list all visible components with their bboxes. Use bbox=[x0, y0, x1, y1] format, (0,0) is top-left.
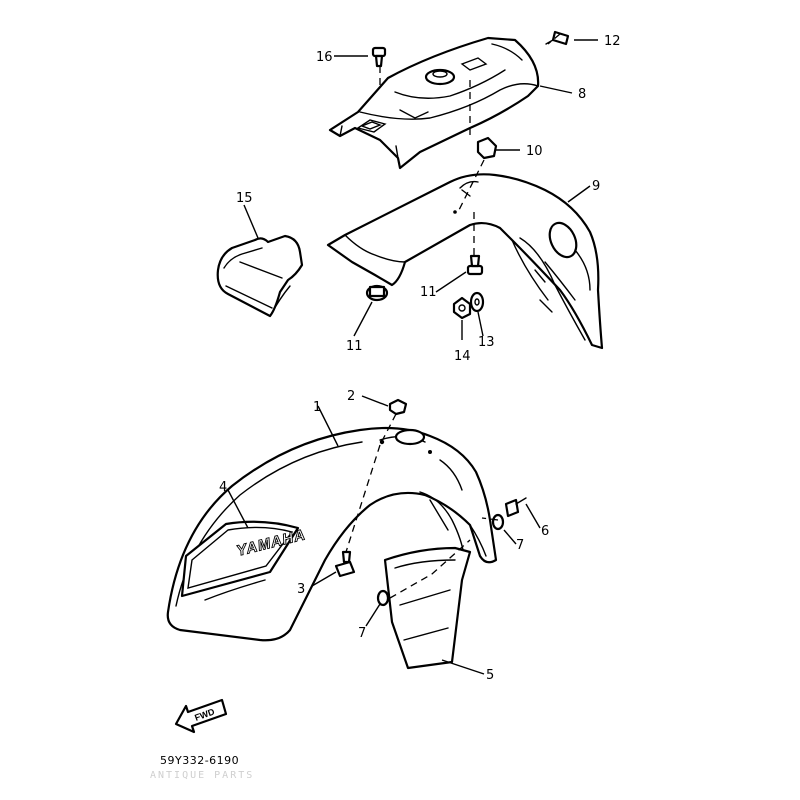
screw-part-16 bbox=[371, 46, 387, 68]
callout-6: 6 bbox=[541, 524, 549, 539]
callout-2: 2 bbox=[347, 389, 355, 404]
rear-fender-part-9 bbox=[326, 173, 604, 350]
callout-12: 12 bbox=[604, 34, 621, 49]
callout-16: 16 bbox=[316, 50, 333, 65]
mud-guard-part-5 bbox=[383, 546, 472, 670]
rear-flap-part-15 bbox=[216, 234, 304, 318]
assembly-lines bbox=[345, 33, 561, 599]
washer-part-7-b bbox=[376, 589, 390, 607]
nut-part-2 bbox=[388, 398, 408, 416]
bolt-part-11-a bbox=[466, 254, 484, 276]
faint-watermark-text: ANTIQUE PARTS bbox=[150, 770, 254, 781]
front-fender-part-1 bbox=[166, 426, 498, 642]
forward-direction-arrow: FWD bbox=[174, 698, 228, 734]
callout-4: 4 bbox=[219, 480, 227, 495]
callout-1: 1 bbox=[313, 400, 321, 415]
callout-11-lower: 11 bbox=[346, 339, 363, 354]
callout-10: 10 bbox=[526, 144, 543, 159]
bolt-part-11-b bbox=[365, 284, 389, 302]
callout-7-lower: 7 bbox=[358, 626, 366, 641]
callout-15: 15 bbox=[236, 191, 253, 206]
callout-3: 3 bbox=[297, 582, 305, 597]
callout-8: 8 bbox=[578, 87, 586, 102]
washer-part-7-a bbox=[491, 513, 505, 531]
callout-14: 14 bbox=[454, 349, 471, 364]
callout-7-upper: 7 bbox=[516, 538, 524, 553]
callout-5: 5 bbox=[486, 668, 494, 683]
callout-9: 9 bbox=[592, 179, 600, 194]
callout-11-upper: 11 bbox=[420, 285, 437, 300]
leader-lines bbox=[227, 39, 598, 675]
callout-13: 13 bbox=[478, 335, 495, 350]
bolt-part-3 bbox=[334, 550, 356, 578]
callouts: 16 12 8 10 9 15 11 11 14 13 2 1 4 3 5 6 … bbox=[219, 34, 621, 683]
seat-cover-part-8 bbox=[328, 36, 540, 170]
screw-part-6 bbox=[504, 497, 527, 518]
nut-part-10 bbox=[476, 136, 498, 160]
nut-part-14 bbox=[452, 296, 472, 320]
reference-code: 59Y332-6190 bbox=[160, 754, 239, 767]
washer-part-13 bbox=[469, 291, 485, 313]
